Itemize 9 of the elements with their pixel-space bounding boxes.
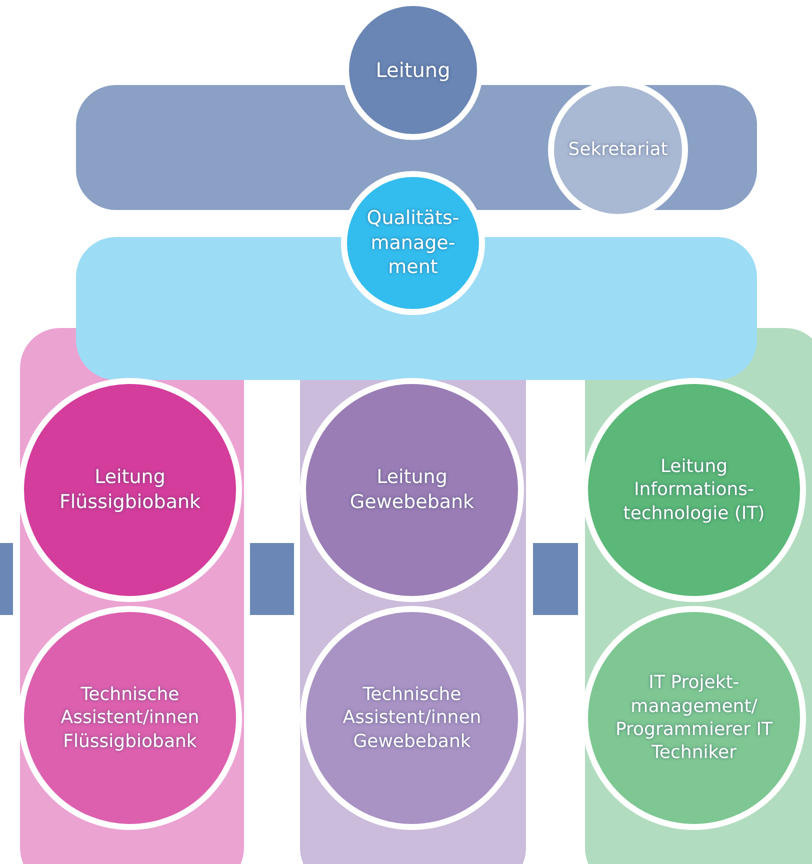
- node-label: Leitung Flüssigbiobank: [58, 465, 202, 515]
- node-label: Leitung: [374, 57, 452, 83]
- node-label: Leitung Informations- technologie (IT): [622, 454, 766, 526]
- node-label: Technische Assistent/innen Gewebebank: [342, 682, 482, 754]
- node-label: Technische Assistent/innen Flüssigbiobank: [60, 682, 200, 754]
- node-label: Sekretariat: [567, 138, 669, 162]
- node-label: Qualitäts- manage- ment: [366, 206, 460, 280]
- node-label: IT Projekt- management/ Programmierer IT Techniker: [614, 671, 774, 765]
- node-label: Leitung Gewebebank: [348, 465, 476, 515]
